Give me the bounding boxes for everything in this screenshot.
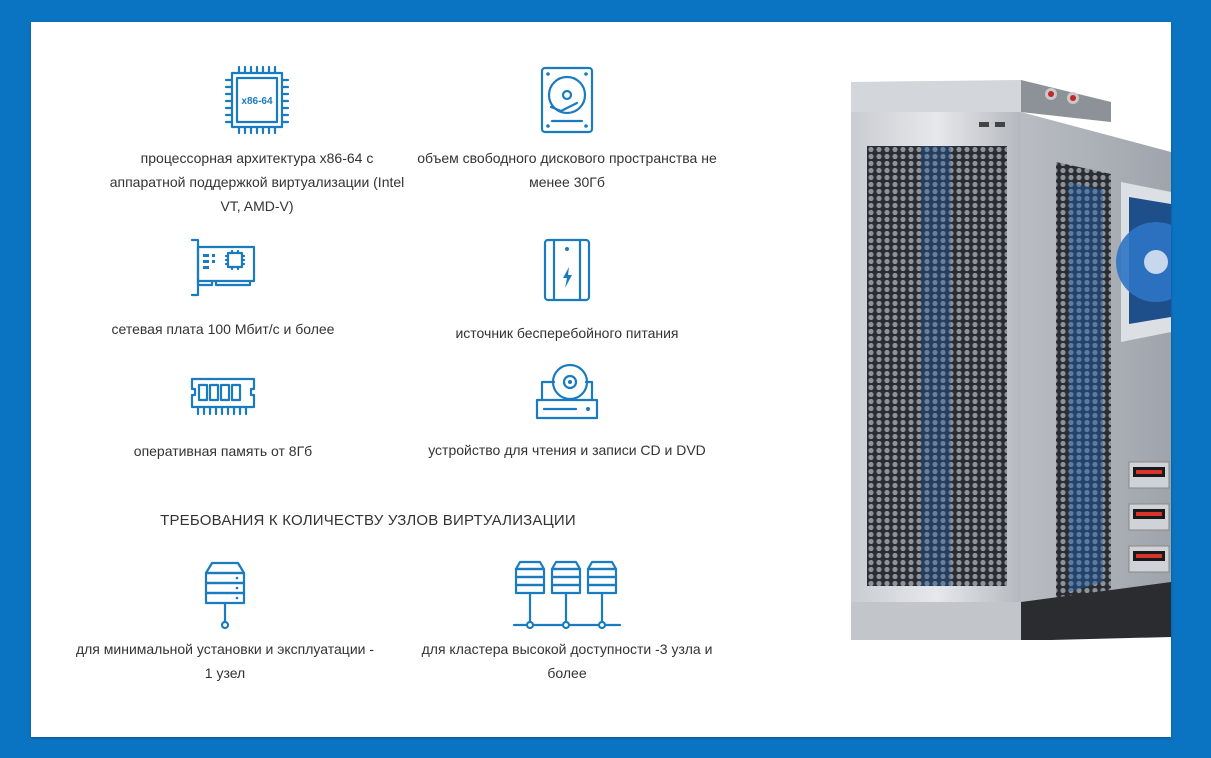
nic-caption: сетевая плата 100 Мбит/с и более xyxy=(111,321,335,337)
nic-requirement: сетевая плата 100 Мбит/с и более xyxy=(73,237,373,341)
optical-requirement: устройство для чтения и записи CD и DVD xyxy=(417,360,717,462)
server-cluster-icon xyxy=(512,560,622,630)
cpu-chip-label: x86-64 xyxy=(241,96,273,107)
optical-drive-icon xyxy=(535,363,599,420)
ups-power-icon xyxy=(543,238,591,302)
cluster-caption: для кластера высокой доступности -3 узла… xyxy=(421,641,713,681)
network-card-icon xyxy=(190,238,256,297)
hard-drive-icon xyxy=(540,66,594,134)
requirements-card: x86-64 процессорная архитектура x86-64 с… xyxy=(31,22,1171,737)
cpu-caption: процессорная архитектура x86-64 с аппара… xyxy=(109,150,405,214)
disk-requirement: объем свободного дискового пространства … xyxy=(417,65,717,194)
pc-tower-image xyxy=(851,80,1171,640)
optical-caption: устройство для чтения и записи CD и DVD xyxy=(428,442,706,458)
ups-caption: источник бесперебойного питания xyxy=(455,325,679,341)
ups-requirement: источник бесперебойного питания xyxy=(417,237,717,345)
cpu-requirement: x86-64 процессорная архитектура x86-64 с… xyxy=(107,65,407,218)
disk-caption: объем свободного дискового пространства … xyxy=(417,150,717,190)
ram-caption: оперативная память от 8Гб xyxy=(133,443,313,459)
server-node-icon xyxy=(204,561,246,630)
single-node-requirement: для минимальной установки и эксплуатации… xyxy=(75,559,375,685)
ram-requirement: оперативная память от 8Гб xyxy=(73,375,373,463)
cpu-chip-icon: x86-64 xyxy=(224,65,290,135)
single-node-caption: для минимальной установки и эксплуатации… xyxy=(75,641,375,681)
cluster-requirement: для кластера высокой доступности -3 узла… xyxy=(417,559,717,685)
memory-module-icon xyxy=(190,377,256,416)
nodes-heading: ТРЕБОВАНИЯ К КОЛИЧЕСТВУ УЗЛОВ ВИРТУАЛИЗА… xyxy=(160,512,576,529)
